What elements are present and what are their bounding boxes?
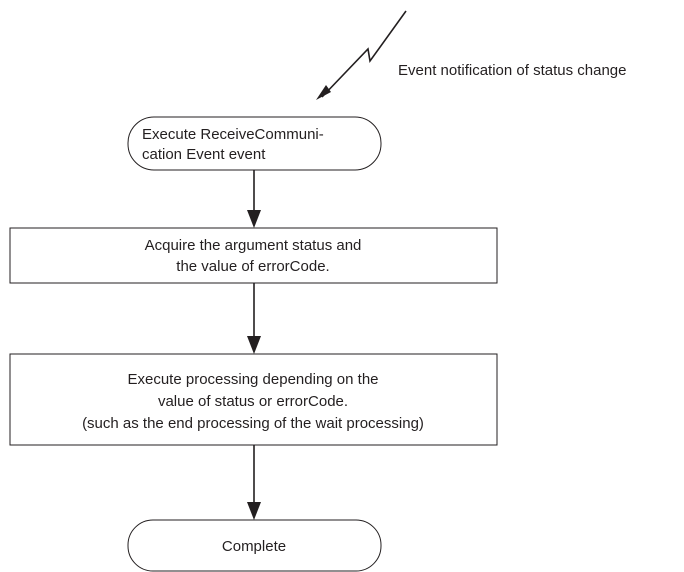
execute-processing-line-3: (such as the end processing of the wait … bbox=[82, 415, 424, 432]
execute-processing-line-1: Execute processing depending on the bbox=[127, 371, 378, 388]
acquire-status-process-box: Acquire the argument status and the valu… bbox=[9, 227, 498, 284]
start-terminator-line-2: cation Event event bbox=[142, 146, 266, 163]
event-notification-label: Event notification of status change bbox=[398, 62, 626, 79]
execute-processing-process-box: Execute processing depending on the valu… bbox=[9, 353, 498, 446]
flow-arrow-3 bbox=[247, 445, 261, 520]
start-terminator: Execute ReceiveCommuni- cation Event eve… bbox=[127, 116, 382, 171]
complete-terminator: Complete bbox=[127, 519, 382, 572]
execute-processing-line-2: value of status or errorCode. bbox=[158, 393, 348, 410]
start-terminator-line-1: Execute ReceiveCommuni- bbox=[142, 126, 324, 143]
lightning-bolt-icon bbox=[321, 10, 407, 98]
complete-terminator-label: Complete bbox=[222, 538, 286, 555]
acquire-status-line-1: Acquire the argument status and bbox=[145, 237, 362, 254]
flow-arrow-2 bbox=[247, 283, 261, 354]
lightning-arrowhead bbox=[316, 85, 331, 100]
flow-arrow-1 bbox=[247, 170, 261, 228]
acquire-status-line-2: the value of errorCode. bbox=[176, 258, 329, 275]
